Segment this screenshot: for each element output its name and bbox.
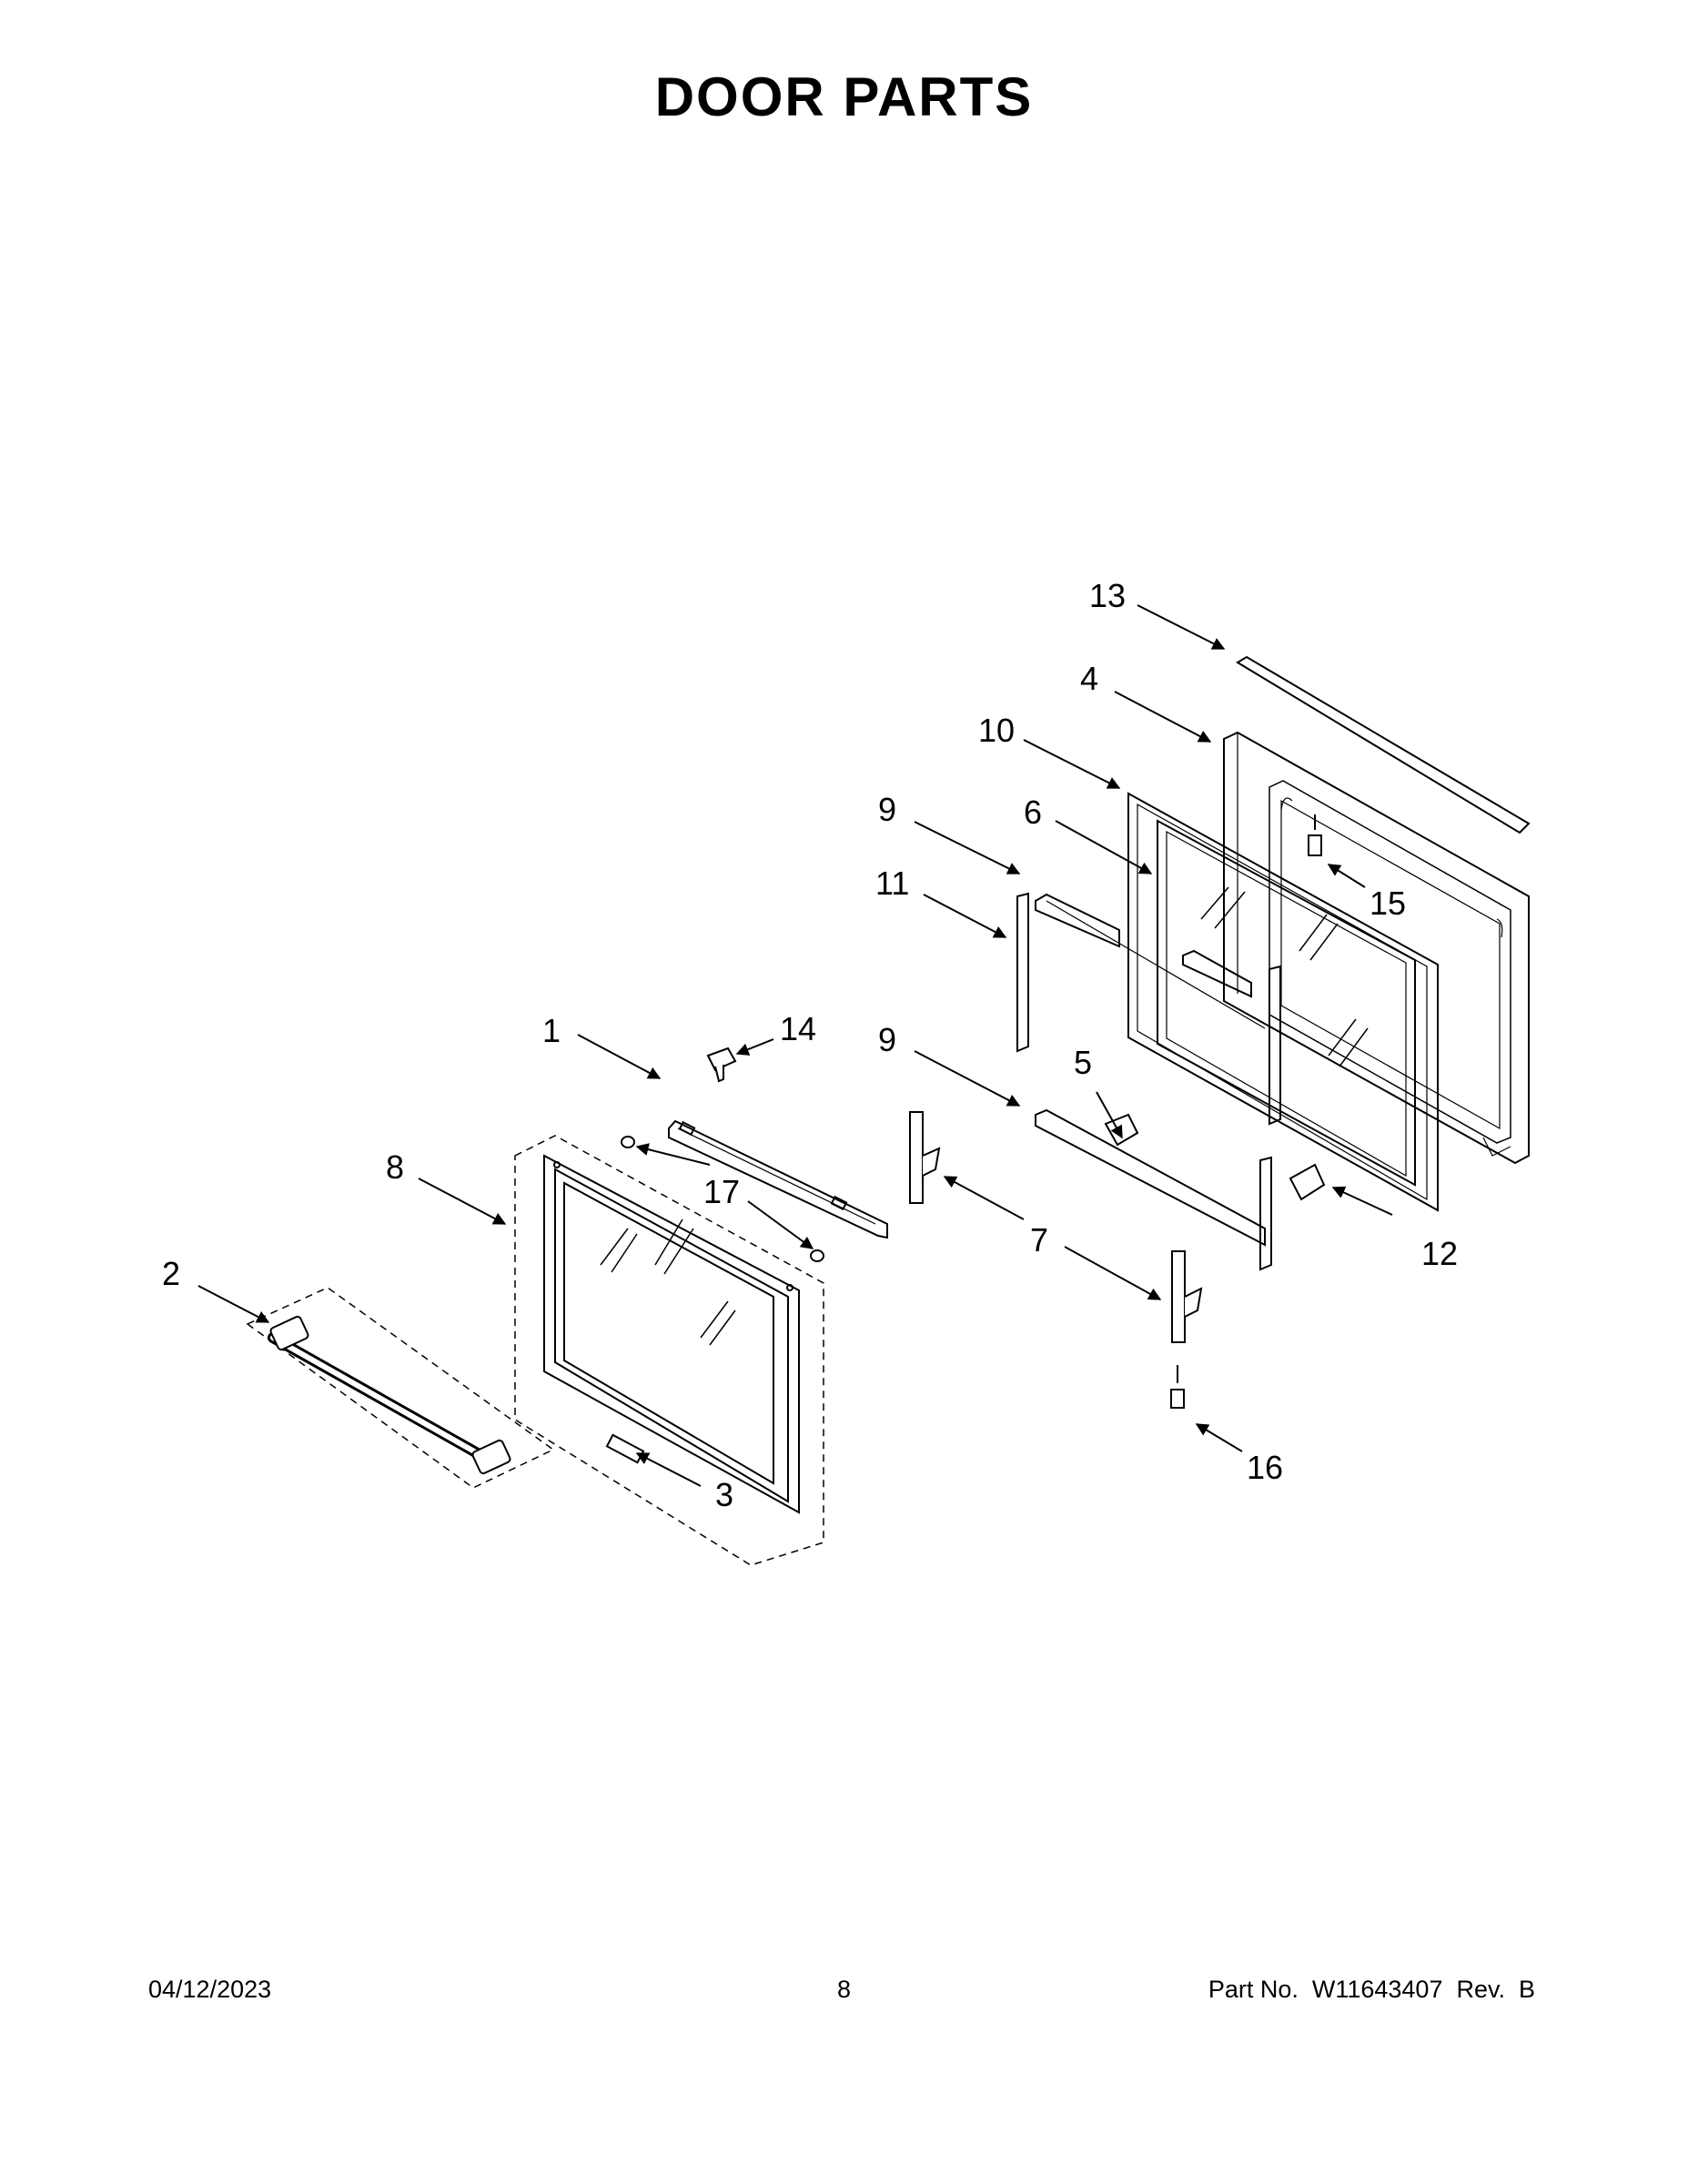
callout-4: 4 <box>1080 660 1098 697</box>
callout-8: 8 <box>386 1148 404 1186</box>
bumper-5-part <box>1104 1113 1139 1147</box>
bumper-12-part <box>1289 1163 1326 1201</box>
callout-16: 16 <box>1247 1449 1283 1486</box>
washers-17-part <box>621 1136 824 1262</box>
callout-10: 10 <box>978 712 1015 749</box>
callout-labels: 1 2 3 4 5 6 7 8 9 9 10 11 12 13 14 15 16… <box>162 577 1458 1513</box>
callout-3: 3 <box>715 1476 733 1513</box>
footer-page-number: 8 <box>836 1976 852 2003</box>
screw-14-part <box>706 1046 737 1083</box>
callout-11: 11 <box>875 864 909 902</box>
callout-12: 12 <box>1421 1235 1458 1272</box>
outer-door-panel-part <box>514 1135 824 1566</box>
side-bracket-11-part <box>1016 892 1281 1271</box>
callout-5: 5 <box>1074 1044 1092 1081</box>
callout-9-lower: 9 <box>878 1021 896 1058</box>
hinge-7-part <box>909 1111 1203 1343</box>
page-title: DOOR PARTS <box>654 66 1034 127</box>
glass-channel-9-part <box>1035 893 1266 1247</box>
callout-9-upper: 9 <box>878 791 896 828</box>
callout-17: 17 <box>703 1173 740 1210</box>
top-trim-13-part <box>1236 655 1531 834</box>
callout-13: 13 <box>1089 577 1126 614</box>
callout-1: 1 <box>542 1012 561 1049</box>
footer-date: 04/12/2023 <box>148 1976 272 2003</box>
callout-15: 15 <box>1370 885 1406 922</box>
callout-6: 6 <box>1024 794 1042 831</box>
door-hinge-bar-part <box>668 1119 888 1239</box>
screw-16-part <box>1170 1365 1185 1409</box>
callout-2: 2 <box>162 1255 180 1292</box>
door-handle-part <box>246 1287 555 1489</box>
leader-arrows <box>197 604 1393 1487</box>
callout-7: 7 <box>1030 1221 1048 1259</box>
door-gasket-part <box>1127 792 1439 1212</box>
footer-part-number: Part No. W11643407 Rev. B <box>1208 1976 1535 2003</box>
screw-15-part <box>1308 814 1322 856</box>
callout-14: 14 <box>780 1010 816 1047</box>
door-glass-part <box>1157 819 1416 1187</box>
